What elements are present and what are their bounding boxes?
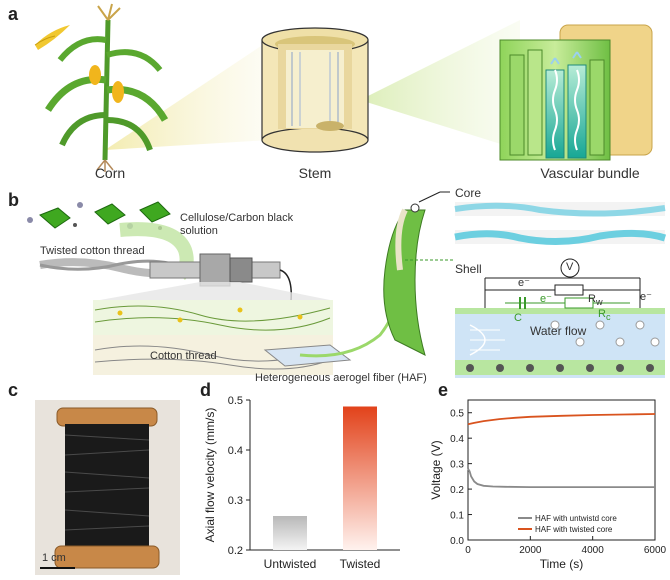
x-tick-label: 0 [465, 545, 471, 556]
x-tick-label: 2000 [519, 545, 542, 556]
panel-b-letter: b [8, 190, 19, 210]
x-tick-label: 4000 [582, 545, 605, 556]
resistor-rc-icon [564, 297, 594, 309]
caption-corn: Corn [94, 165, 126, 181]
legend-label-0: HAF with untwistd core [535, 514, 617, 523]
label-rc-sub: c [605, 312, 611, 323]
spool-photo [35, 400, 180, 575]
label-rw-sub: w [595, 297, 603, 308]
resistor-rw-icon [554, 284, 584, 296]
stem-cylinder-icon [261, 27, 369, 153]
series-line-1 [467, 413, 656, 426]
label-solution: Cellulose/Carbon black solution [180, 212, 320, 238]
y-axis-label: Voltage (V) [430, 440, 443, 499]
x-tick-label: 6000 [644, 545, 667, 556]
label-shell: Shell [455, 262, 482, 276]
scale-bar-label: 1 cm [42, 552, 66, 564]
corn-cob-icon [34, 25, 70, 50]
label-core: Core [455, 186, 482, 200]
bar-untwisted [273, 516, 307, 550]
label-solution-text: Cellulose/Carbon black solution [180, 212, 294, 237]
cellulose-molecule-icon [27, 201, 171, 230]
x-tick-label: Twisted [340, 557, 381, 571]
caption-vascular-bundle: Vascular bundle [540, 165, 640, 181]
y-tick-label: 0.0 [450, 536, 464, 547]
y-tick-label: 0.5 [450, 409, 464, 420]
haf-fiber-icon [383, 191, 455, 356]
label-rw: Rw [588, 293, 603, 307]
corn-plant-icon [45, 3, 169, 172]
label-twisted-cotton-thread: Twisted cotton thread [40, 245, 145, 257]
bar-twisted [343, 406, 377, 550]
label-water-flow: Water flow [530, 324, 587, 338]
y-tick-label: 0.2 [228, 545, 243, 557]
label-rc: Rc [598, 308, 611, 322]
label-electron-top: e⁻ [518, 277, 530, 289]
x-tick-label: Untwisted [264, 557, 317, 571]
panel-c-letter: c [8, 380, 19, 400]
label-haf: Heterogeneous aerogel fiber (HAF) [255, 372, 427, 384]
shell-circuit-diagram [455, 258, 665, 378]
panel-b-illustration [27, 191, 667, 378]
label-rw-main: R [588, 293, 596, 305]
zoom-beam-stem [105, 40, 270, 150]
caption-stem: Stem [298, 165, 332, 181]
x-axis-label: Time (s) [540, 557, 584, 571]
y-axis-label: Axial flow velocity (mm/s) [203, 408, 217, 543]
y-tick-label: 0.4 [228, 445, 243, 457]
y-tick-label: 0.2 [450, 485, 464, 496]
panel-e-letter: e [438, 380, 449, 400]
panel-a-illustration [34, 3, 653, 172]
y-tick-label: 0.3 [228, 495, 243, 507]
y-tick-label: 0.3 [450, 460, 464, 471]
panel-d-letter: d [200, 380, 211, 400]
legend-label-1: HAF with twisted core [535, 525, 613, 534]
y-tick-label: 0.1 [450, 511, 464, 522]
vascular-bundle-icon [499, 24, 653, 161]
label-cotton-thread: Cotton thread [150, 350, 217, 362]
label-electron-right: e⁻ [640, 291, 652, 303]
panel-a-letter: a [8, 4, 19, 24]
core-strand-icons [454, 202, 667, 246]
y-tick-label: 0.4 [450, 434, 464, 445]
label-capacitor: C [514, 312, 522, 324]
chart-e-voltage: 0.0 0.1 0.2 0.3 0.4 0.5 0 2000 4000 6000 HAF with … [430, 399, 667, 571]
y-tick-label: 0.5 [228, 395, 243, 407]
zoom-beam-bundle [360, 20, 520, 150]
label-rc-main: R [598, 308, 606, 320]
label-electron-mid: e⁻ [540, 293, 552, 305]
series-line-0 [467, 468, 655, 488]
label-voltmeter: V [566, 261, 574, 273]
